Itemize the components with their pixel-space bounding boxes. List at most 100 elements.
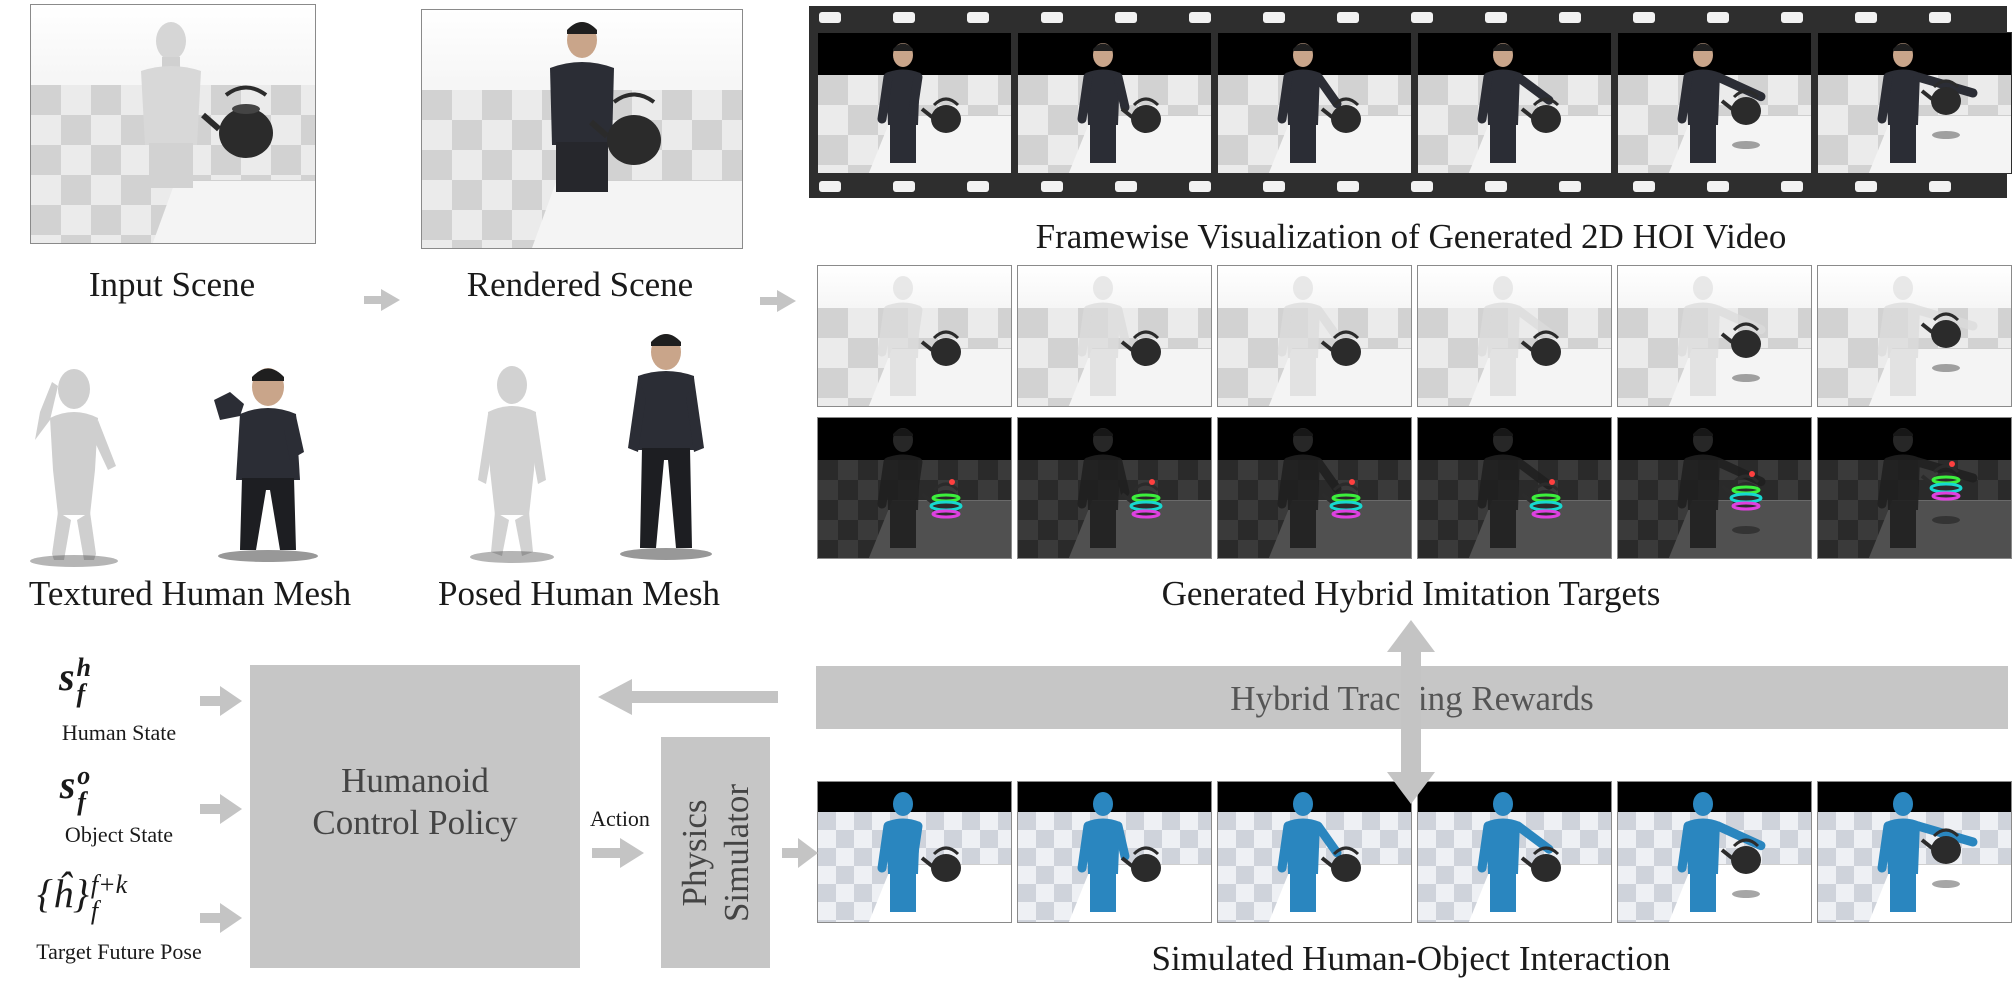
person-figure <box>1077 428 1130 548</box>
caption-input-scene: Input Scene <box>88 265 256 304</box>
policy-line-1: Humanoid <box>341 761 489 800</box>
kettle-icon <box>920 479 963 519</box>
film-perforation <box>1929 12 1951 23</box>
film-perforation <box>967 181 989 192</box>
arrow-rendered-to-video <box>760 290 796 312</box>
posed-gray-mesh-figure <box>470 366 554 563</box>
person-figure <box>1677 428 1766 548</box>
film-perforation <box>1115 12 1137 23</box>
clothed-person-figure <box>214 368 318 562</box>
kettle-icon <box>1720 838 1761 898</box>
film-perforation <box>1485 12 1507 23</box>
kettle-icon <box>1320 479 1363 519</box>
kettle-icon <box>1320 97 1361 133</box>
film-perforation <box>819 181 841 192</box>
kettle-icon <box>1520 479 1563 519</box>
film-perforation <box>967 12 989 23</box>
film-perforation <box>1633 181 1655 192</box>
person-figure <box>1477 43 1554 163</box>
kettle-icon <box>1920 79 1961 139</box>
simulator-line-2: Simulator <box>716 783 756 922</box>
caption-posed-mesh: Posed Human Mesh <box>438 574 720 613</box>
film-perforation <box>1559 181 1581 192</box>
video-frame <box>1417 32 1612 174</box>
person-figure <box>1277 43 1342 163</box>
rendered-scene-image <box>421 9 743 249</box>
action-label: Action <box>590 806 650 831</box>
humanoid-figure <box>1877 792 1978 912</box>
video-frame <box>817 32 1012 174</box>
mesh-target-frame <box>1617 265 1812 407</box>
keypoint-target-frame <box>1217 417 1412 559</box>
film-perforation <box>1707 181 1729 192</box>
film-perforation <box>1041 12 1063 23</box>
humanoid-figure <box>1277 792 1342 912</box>
person-figure <box>1877 276 1978 396</box>
video-frame <box>1017 32 1212 174</box>
simulation-frame <box>817 781 1012 923</box>
person-figure <box>877 276 923 396</box>
arrow-target-pose <box>200 903 242 933</box>
simulation-frame <box>1417 781 1612 923</box>
physics-simulator-block <box>661 737 770 968</box>
film-perforation <box>1337 181 1359 192</box>
kettle-icon <box>920 330 961 366</box>
caption-hybrid-targets: Generated Hybrid Imitation Targets <box>1161 574 1661 613</box>
film-perforation <box>1559 12 1581 23</box>
film-perforation <box>1411 181 1433 192</box>
keypoint-target-frame <box>1817 417 2012 559</box>
kettle-icon <box>1920 312 1961 372</box>
person-figure <box>1877 428 1978 548</box>
film-perforation <box>1485 181 1507 192</box>
mesh-target-frame <box>817 265 1012 407</box>
film-perforation <box>819 12 841 23</box>
person-figure <box>1077 276 1130 396</box>
film-perforation <box>1115 181 1137 192</box>
physics-simulator-label: Physics Simulator <box>661 737 770 968</box>
person-figure <box>877 428 923 548</box>
arrow-input-to-rendered <box>364 289 400 311</box>
caption-rendered-scene: Rendered Scene <box>466 265 694 304</box>
mesh-target-frame <box>1417 265 1612 407</box>
film-perforation <box>1041 181 1063 192</box>
arrow-human-state <box>200 686 242 716</box>
arrow-object-state <box>200 794 242 824</box>
kettle-icon <box>1720 471 1763 534</box>
arrow-rewards-to-policy <box>598 679 778 715</box>
video-frame <box>1617 32 1812 174</box>
humanoid-control-policy-block <box>250 665 580 968</box>
humanoid-figure <box>1077 792 1130 912</box>
simulation-frame <box>1217 781 1412 923</box>
input-scene-image <box>30 4 316 244</box>
human-state-label: Human State <box>61 720 177 745</box>
film-perforation <box>1633 12 1655 23</box>
film-perforation <box>1189 181 1211 192</box>
humanoid-figure <box>877 792 923 912</box>
target-future-pose-label: Target Future Pose <box>36 939 202 964</box>
film-perforation <box>893 181 915 192</box>
film-perforation <box>1337 12 1359 23</box>
mesh-target-frame <box>1017 265 1212 407</box>
mannequin-figure <box>141 22 201 188</box>
caption-framewise-visualization: Framewise Visualization of Generated 2D … <box>1035 217 1787 256</box>
object-state-label: Object State <box>64 822 174 847</box>
kettle-icon <box>1520 97 1561 133</box>
humanoid-figure <box>1477 792 1554 912</box>
kettle-icon <box>920 97 961 133</box>
film-perforation <box>1781 12 1803 23</box>
keypoint-target-frame <box>1417 417 1612 559</box>
simulation-frame <box>1017 781 1212 923</box>
kettle-icon <box>1520 330 1561 366</box>
film-perforation <box>1929 181 1951 192</box>
simulator-line-1: Physics <box>674 799 714 906</box>
posed-clothed-person-figure <box>620 334 712 560</box>
humanoid-control-policy-label: Humanoid Control Policy <box>250 760 580 844</box>
arrow-action <box>592 838 644 868</box>
person-figure <box>1277 428 1342 548</box>
keypoint-target-frame <box>817 417 1012 559</box>
film-perforation <box>1855 181 1877 192</box>
film-perforation <box>1263 12 1285 23</box>
